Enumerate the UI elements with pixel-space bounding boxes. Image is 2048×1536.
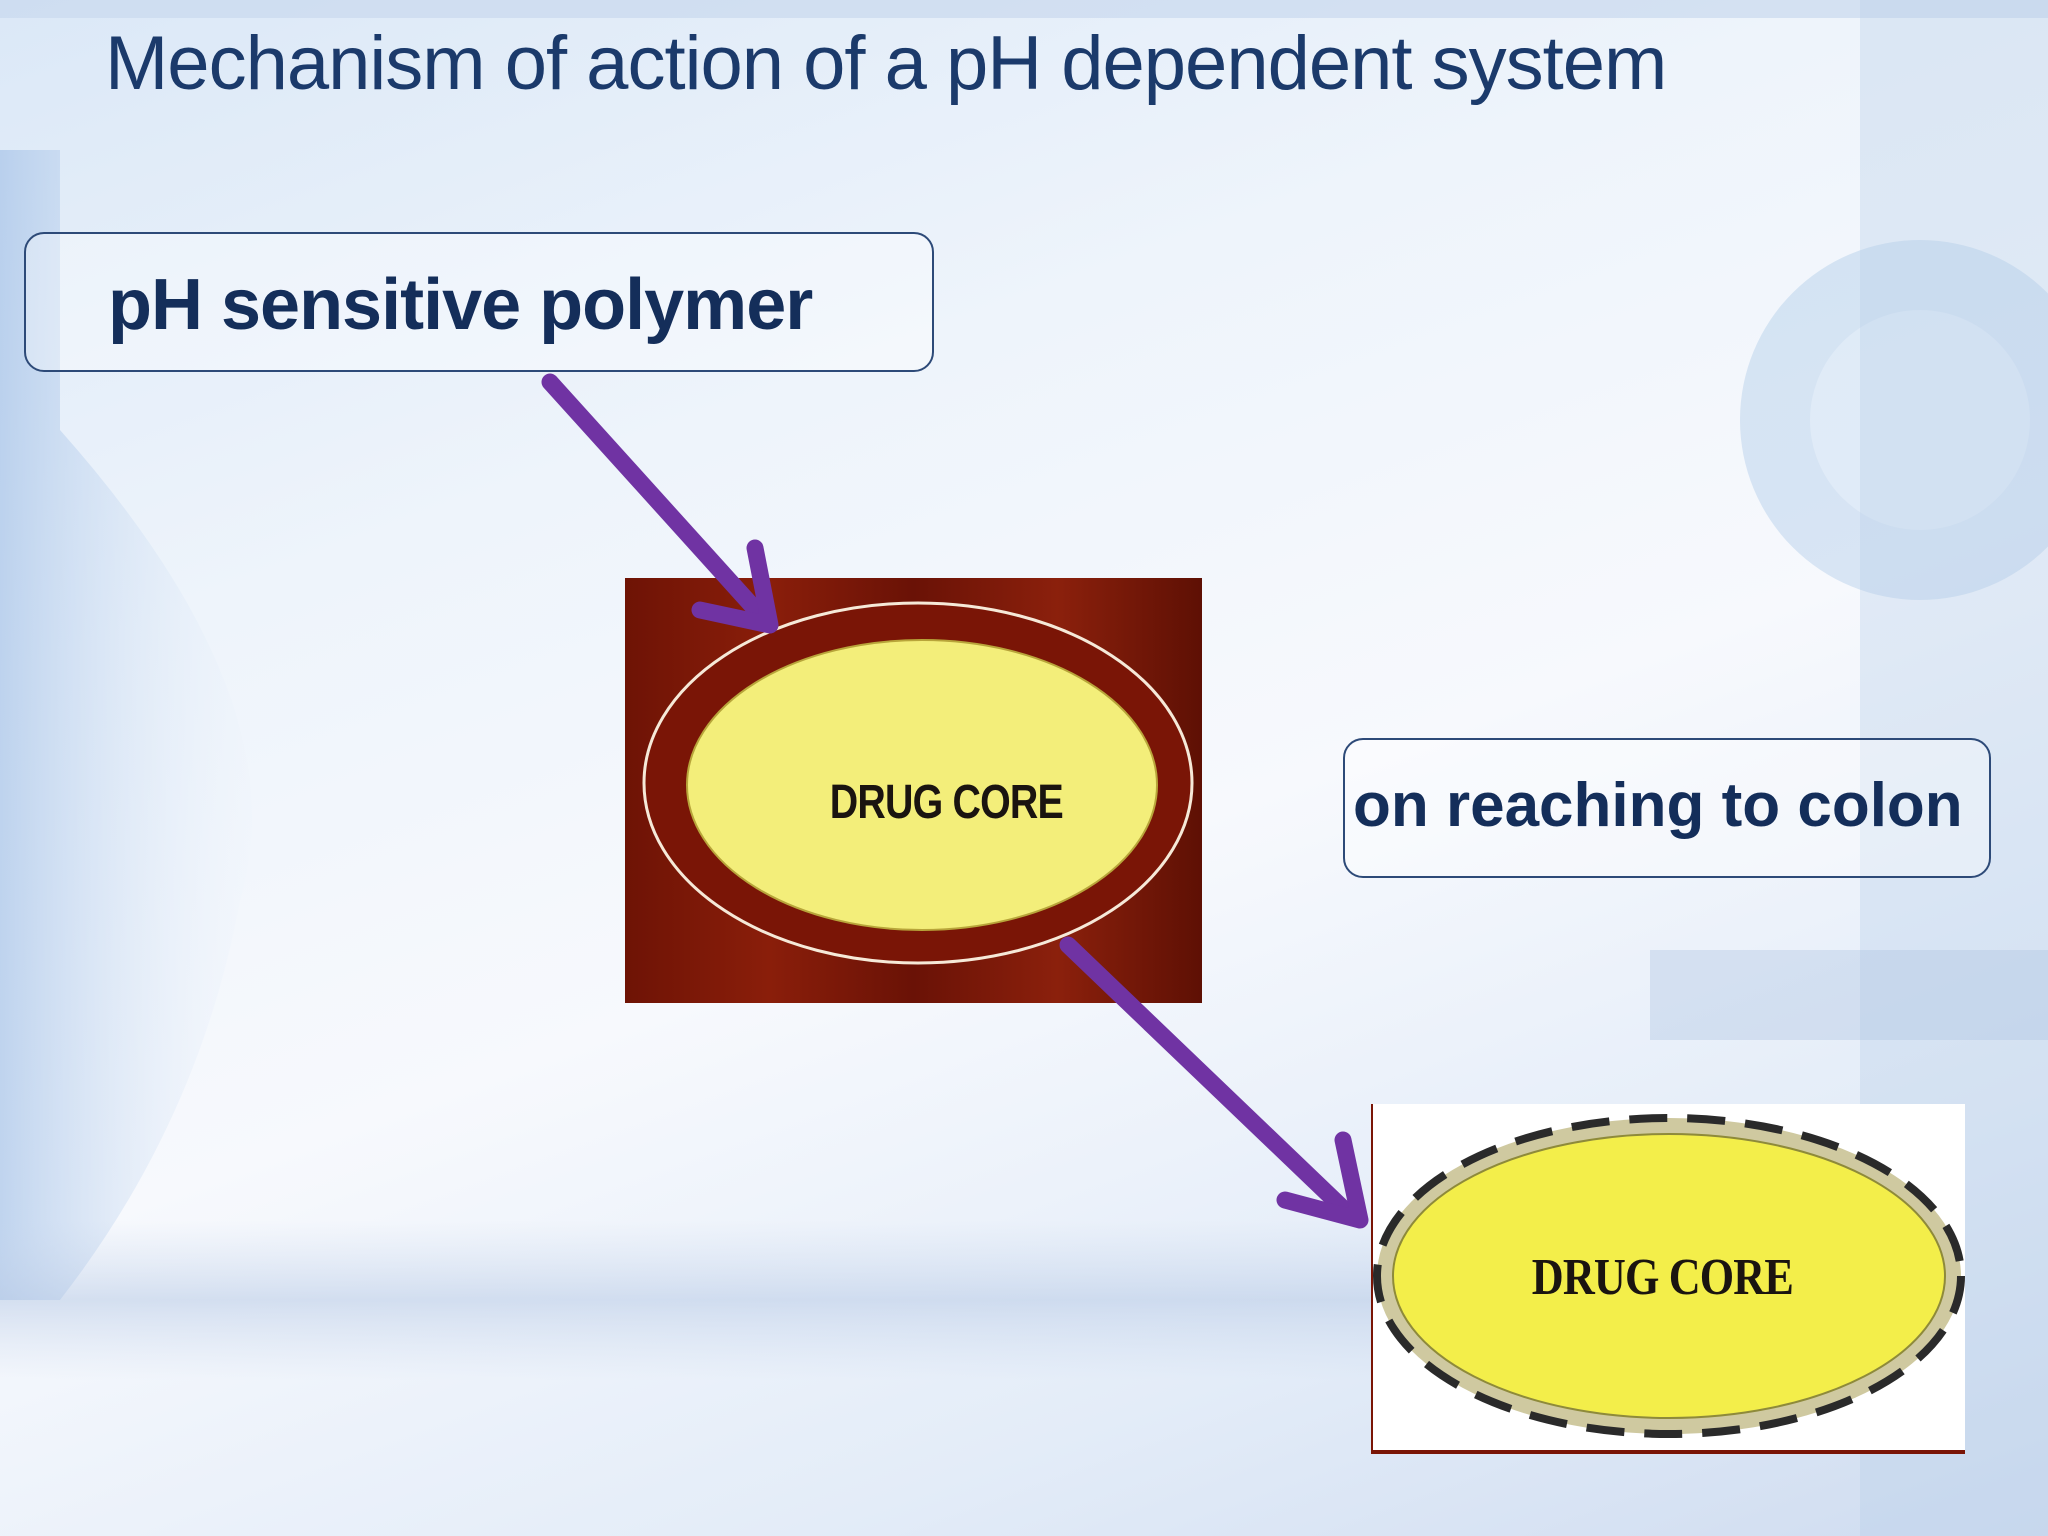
coated-tablet-panel [625,578,1202,1003]
drug-core [686,639,1158,931]
polymer-label: pH sensitive polymer [108,265,813,345]
arrow-to-coating [541,373,779,634]
polymer-label-box: pH sensitive polymer [24,232,934,372]
arrow-to-released [1059,936,1369,1229]
slide-title: Mechanism of action of a pH dependent sy… [105,21,1667,106]
released-drug-core [1392,1133,1946,1419]
released-tablet-panel [1371,1104,1965,1454]
released-core-label: DRUG CORE [1531,1249,1794,1306]
colon-label-box: on reaching to colon [1343,738,1991,878]
colon-label: on reaching to colon [1353,771,1963,840]
